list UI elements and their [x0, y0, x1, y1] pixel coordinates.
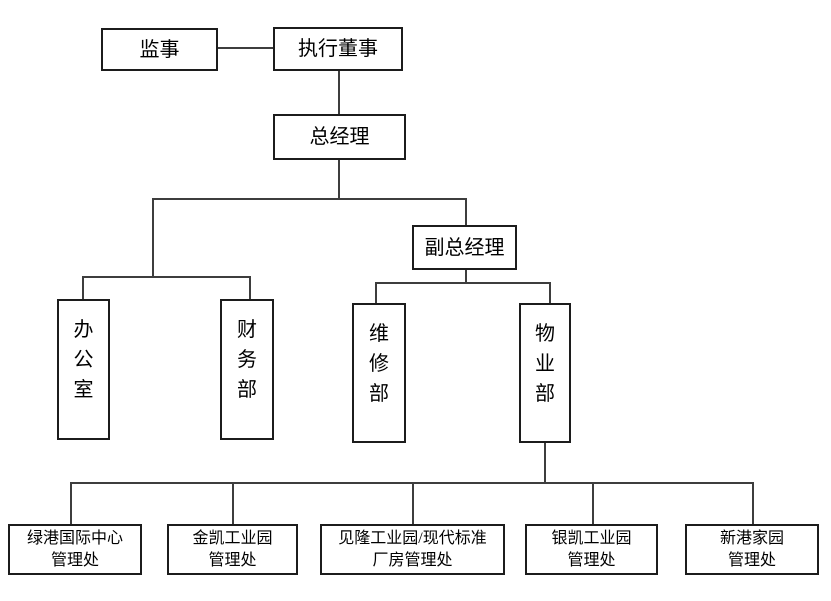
org-node-yinkai-industrial-park-office: 银凯工业园 管理处: [525, 524, 658, 575]
org-node-office-label: 办公室: [73, 319, 94, 401]
org-node-general-manager-label: 总经理: [309, 126, 370, 148]
connector-deputy-general-manager-drop: [465, 198, 467, 227]
connector-office-stub: [82, 276, 84, 301]
org-node-xingang-line2: 管理处: [727, 551, 776, 569]
org-node-property-dept-label: 物业部: [535, 323, 555, 405]
connector-executive-director-general-manager: [338, 71, 340, 114]
org-node-office: 办公室: [57, 299, 110, 440]
org-node-executive-director-label: 执行董事: [298, 38, 378, 60]
org-node-xingang-home-office: 新港家园 管理处: [685, 524, 819, 575]
connector-property-stub: [549, 282, 551, 305]
connector-finance-stub: [249, 276, 251, 301]
org-node-xingang-line1: 新港家园: [719, 529, 784, 547]
org-node-jinkai-line2: 管理处: [208, 551, 257, 569]
org-node-deputy-general-manager: 副总经理: [412, 225, 517, 270]
org-node-maintenance-dept-label: 维修部: [369, 323, 389, 405]
org-node-finance-dept-label: 财务部: [237, 319, 257, 401]
org-node-yinkai-line2: 管理处: [567, 551, 616, 569]
org-node-jinkai-line1: 金凯工业园: [192, 529, 273, 547]
connector-lvgang-stub: [70, 482, 72, 526]
org-node-jinkai-industrial-park-office: 金凯工业园 管理处: [167, 524, 298, 575]
connector-left-branch-drop: [152, 198, 154, 278]
connector-level2-bus: [152, 198, 467, 200]
connector-yinkai-stub: [592, 482, 594, 526]
org-node-jianlong-line2: 厂房管理处: [372, 551, 453, 569]
org-node-supervisor: 监事: [101, 28, 218, 71]
org-node-executive-director: 执行董事: [273, 27, 403, 71]
connector-deputy-general-manager-down: [465, 270, 467, 284]
org-node-lvgang-line2: 管理处: [50, 551, 99, 569]
connector-jianlong-stub: [412, 482, 414, 526]
org-node-finance-dept: 财务部: [220, 299, 274, 440]
org-node-deputy-general-manager-label: 副总经理: [424, 236, 505, 259]
org-node-jianlong-industrial-park-office: 见隆工业园/现代标准 厂房管理处: [320, 524, 505, 575]
connector-jinkai-stub: [232, 482, 234, 526]
org-node-maintenance-dept: 维修部: [352, 303, 406, 443]
org-node-lvgang-line1: 绿港国际中心: [26, 529, 123, 547]
org-node-jianlong-line1: 见隆工业园/现代标准: [338, 529, 487, 547]
org-node-lvgang-intl-center-office: 绿港国际中心 管理处: [8, 524, 142, 575]
connector-xingang-stub: [752, 482, 754, 526]
connector-right-bus: [375, 282, 551, 284]
connector-general-manager-down: [338, 160, 340, 200]
connector-supervisor-executive-director: [218, 47, 273, 49]
org-node-property-dept: 物业部: [519, 303, 571, 443]
org-node-supervisor-label: 监事: [139, 38, 180, 61]
org-node-yinkai-line1: 银凯工业园: [551, 529, 632, 547]
org-node-general-manager: 总经理: [273, 114, 406, 160]
connector-property-down: [544, 443, 546, 484]
connector-left-bus: [82, 276, 251, 278]
connector-maintenance-stub: [375, 282, 377, 305]
